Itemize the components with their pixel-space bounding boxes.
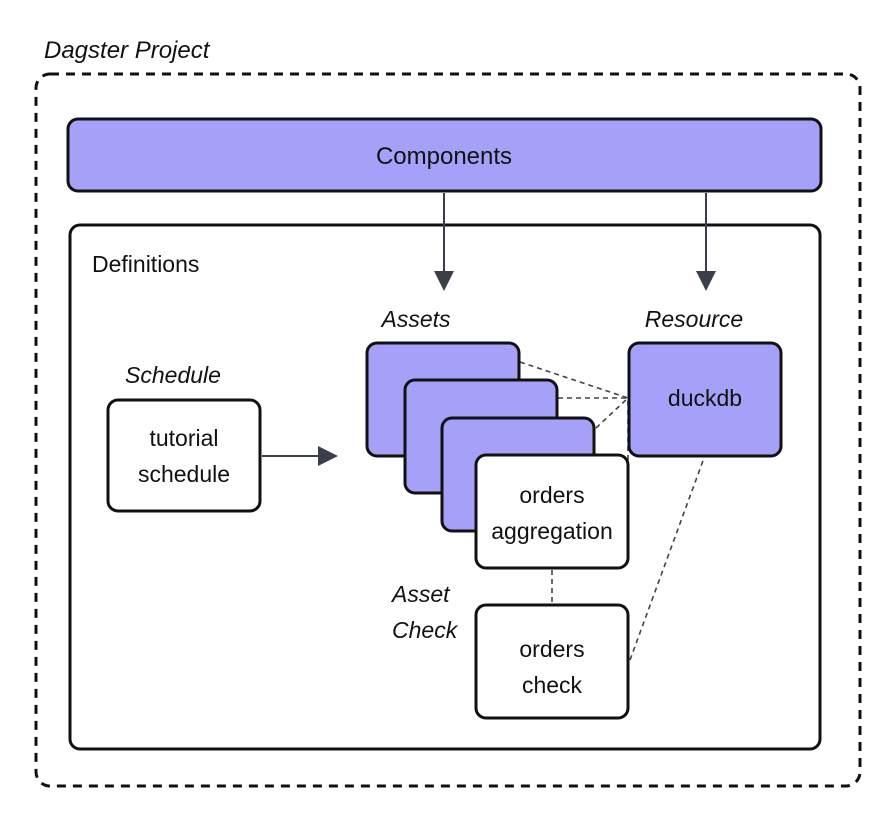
schedule-label-line1: tutorial (149, 425, 218, 451)
asset-check-box[interactable] (474, 603, 630, 720)
asset-check-label-line2: check (522, 672, 583, 698)
asset1-resource-link (519, 361, 629, 399)
schedule-heading: Schedule (125, 362, 221, 388)
components-label: Components (376, 143, 512, 170)
asset-label-line1: orders (519, 482, 584, 508)
asset-check-label-line1: orders (519, 636, 584, 662)
schedule-box[interactable] (106, 398, 262, 513)
schedule-label-line2: schedule (138, 461, 230, 487)
resource-duckdb-label: duckdb (668, 385, 742, 411)
project-label: Dagster Project (44, 37, 211, 64)
components-bar[interactable] (66, 117, 823, 193)
project-boundary (34, 72, 862, 788)
resource-duckdb-box[interactable] (627, 341, 783, 458)
asset3-resource-link (595, 397, 629, 429)
asset-check-heading-line1: Asset (390, 581, 451, 607)
definitions-label: Definitions (92, 251, 199, 277)
assets-heading: Assets (379, 306, 451, 332)
asset-orders-aggregation-box[interactable] (474, 453, 630, 570)
asset-check-heading-line2: Check (392, 617, 459, 643)
resource-heading: Resource (645, 306, 743, 332)
asset-label-line2: aggregation (491, 518, 613, 544)
